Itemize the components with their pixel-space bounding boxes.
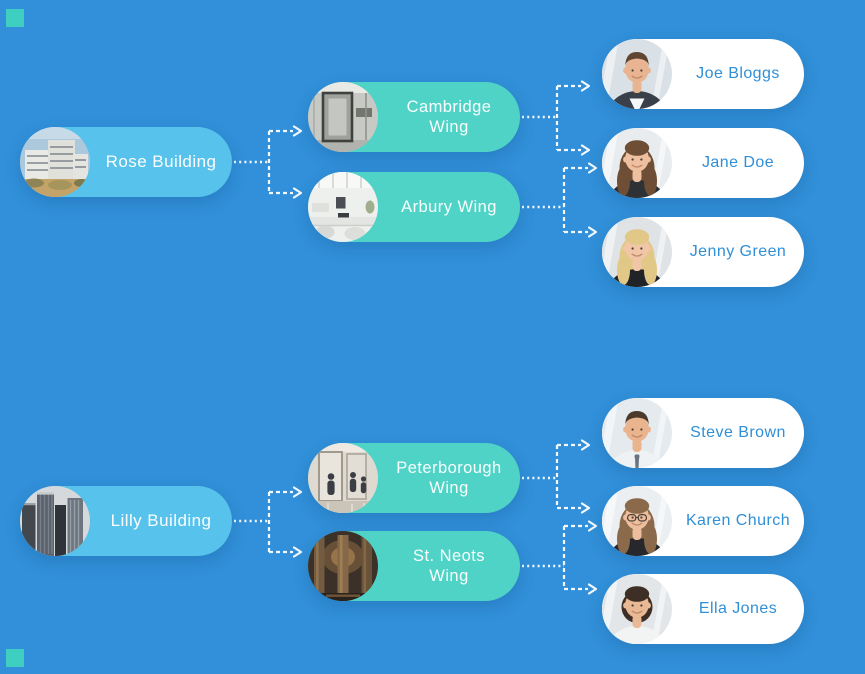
node-peterborough-wing[interactable]: Peterborough Wing	[308, 443, 520, 513]
node-label: Jenny Green	[689, 243, 787, 260]
node-label: Cambridge Wing	[406, 97, 492, 136]
connector-arbury-wing-to-people	[522, 162, 598, 238]
node-lilly-building[interactable]: Lilly Building	[20, 486, 232, 556]
node-steve-brown[interactable]: Steve Brown	[602, 398, 804, 468]
karen-church-avatar	[602, 486, 672, 556]
node-jane-doe[interactable]: Jane Doe	[602, 128, 804, 198]
node-cambridge-wing[interactable]: Cambridge Wing	[308, 82, 520, 152]
node-label: Arbury Wing	[401, 197, 497, 216]
node-label: Karen Church	[685, 512, 791, 529]
cambridge-wing-photo	[308, 82, 378, 152]
connector-peterborough-wing-to-people	[522, 439, 591, 514]
connector-cambridge-wing-to-people	[522, 80, 591, 156]
node-label: Ella Jones	[698, 600, 778, 617]
arbury-wing-photo	[308, 172, 378, 242]
corner-accent-square-top-left	[6, 9, 24, 27]
node-rose-building[interactable]: Rose Building	[20, 127, 232, 197]
node-label: Jane Doe	[701, 154, 775, 171]
connector-rose-building-to-wings	[234, 125, 303, 199]
connector-lilly-building-to-wings	[234, 486, 303, 558]
node-karen-church[interactable]: Karen Church	[602, 486, 804, 556]
node-joe-bloggs[interactable]: Joe Bloggs	[602, 39, 804, 109]
joe-bloggs-avatar	[602, 39, 672, 109]
ella-jones-avatar	[602, 574, 672, 644]
connector-st-neots-wing-to-people	[522, 520, 598, 595]
jenny-green-avatar	[602, 217, 672, 287]
steve-brown-avatar	[602, 398, 672, 468]
corner-accent-square-bottom-left	[6, 649, 24, 667]
node-label: St. Neots Wing	[413, 546, 485, 585]
lilly-building-photo	[20, 486, 90, 556]
node-label: Rose Building	[105, 152, 217, 171]
node-label: Joe Bloggs	[696, 65, 780, 82]
st-neots-wing-photo	[308, 531, 378, 601]
node-arbury-wing[interactable]: Arbury Wing	[308, 172, 520, 242]
peterborough-wing-photo	[308, 443, 378, 513]
rose-building-photo	[20, 127, 90, 197]
node-ella-jones[interactable]: Ella Jones	[602, 574, 804, 644]
node-label: Lilly Building	[110, 511, 212, 530]
node-st-neots-wing[interactable]: St. Neots Wing	[308, 531, 520, 601]
node-label: Steve Brown	[690, 424, 786, 441]
node-label: Peterborough Wing	[396, 458, 502, 497]
node-jenny-green[interactable]: Jenny Green	[602, 217, 804, 287]
jane-doe-avatar	[602, 128, 672, 198]
